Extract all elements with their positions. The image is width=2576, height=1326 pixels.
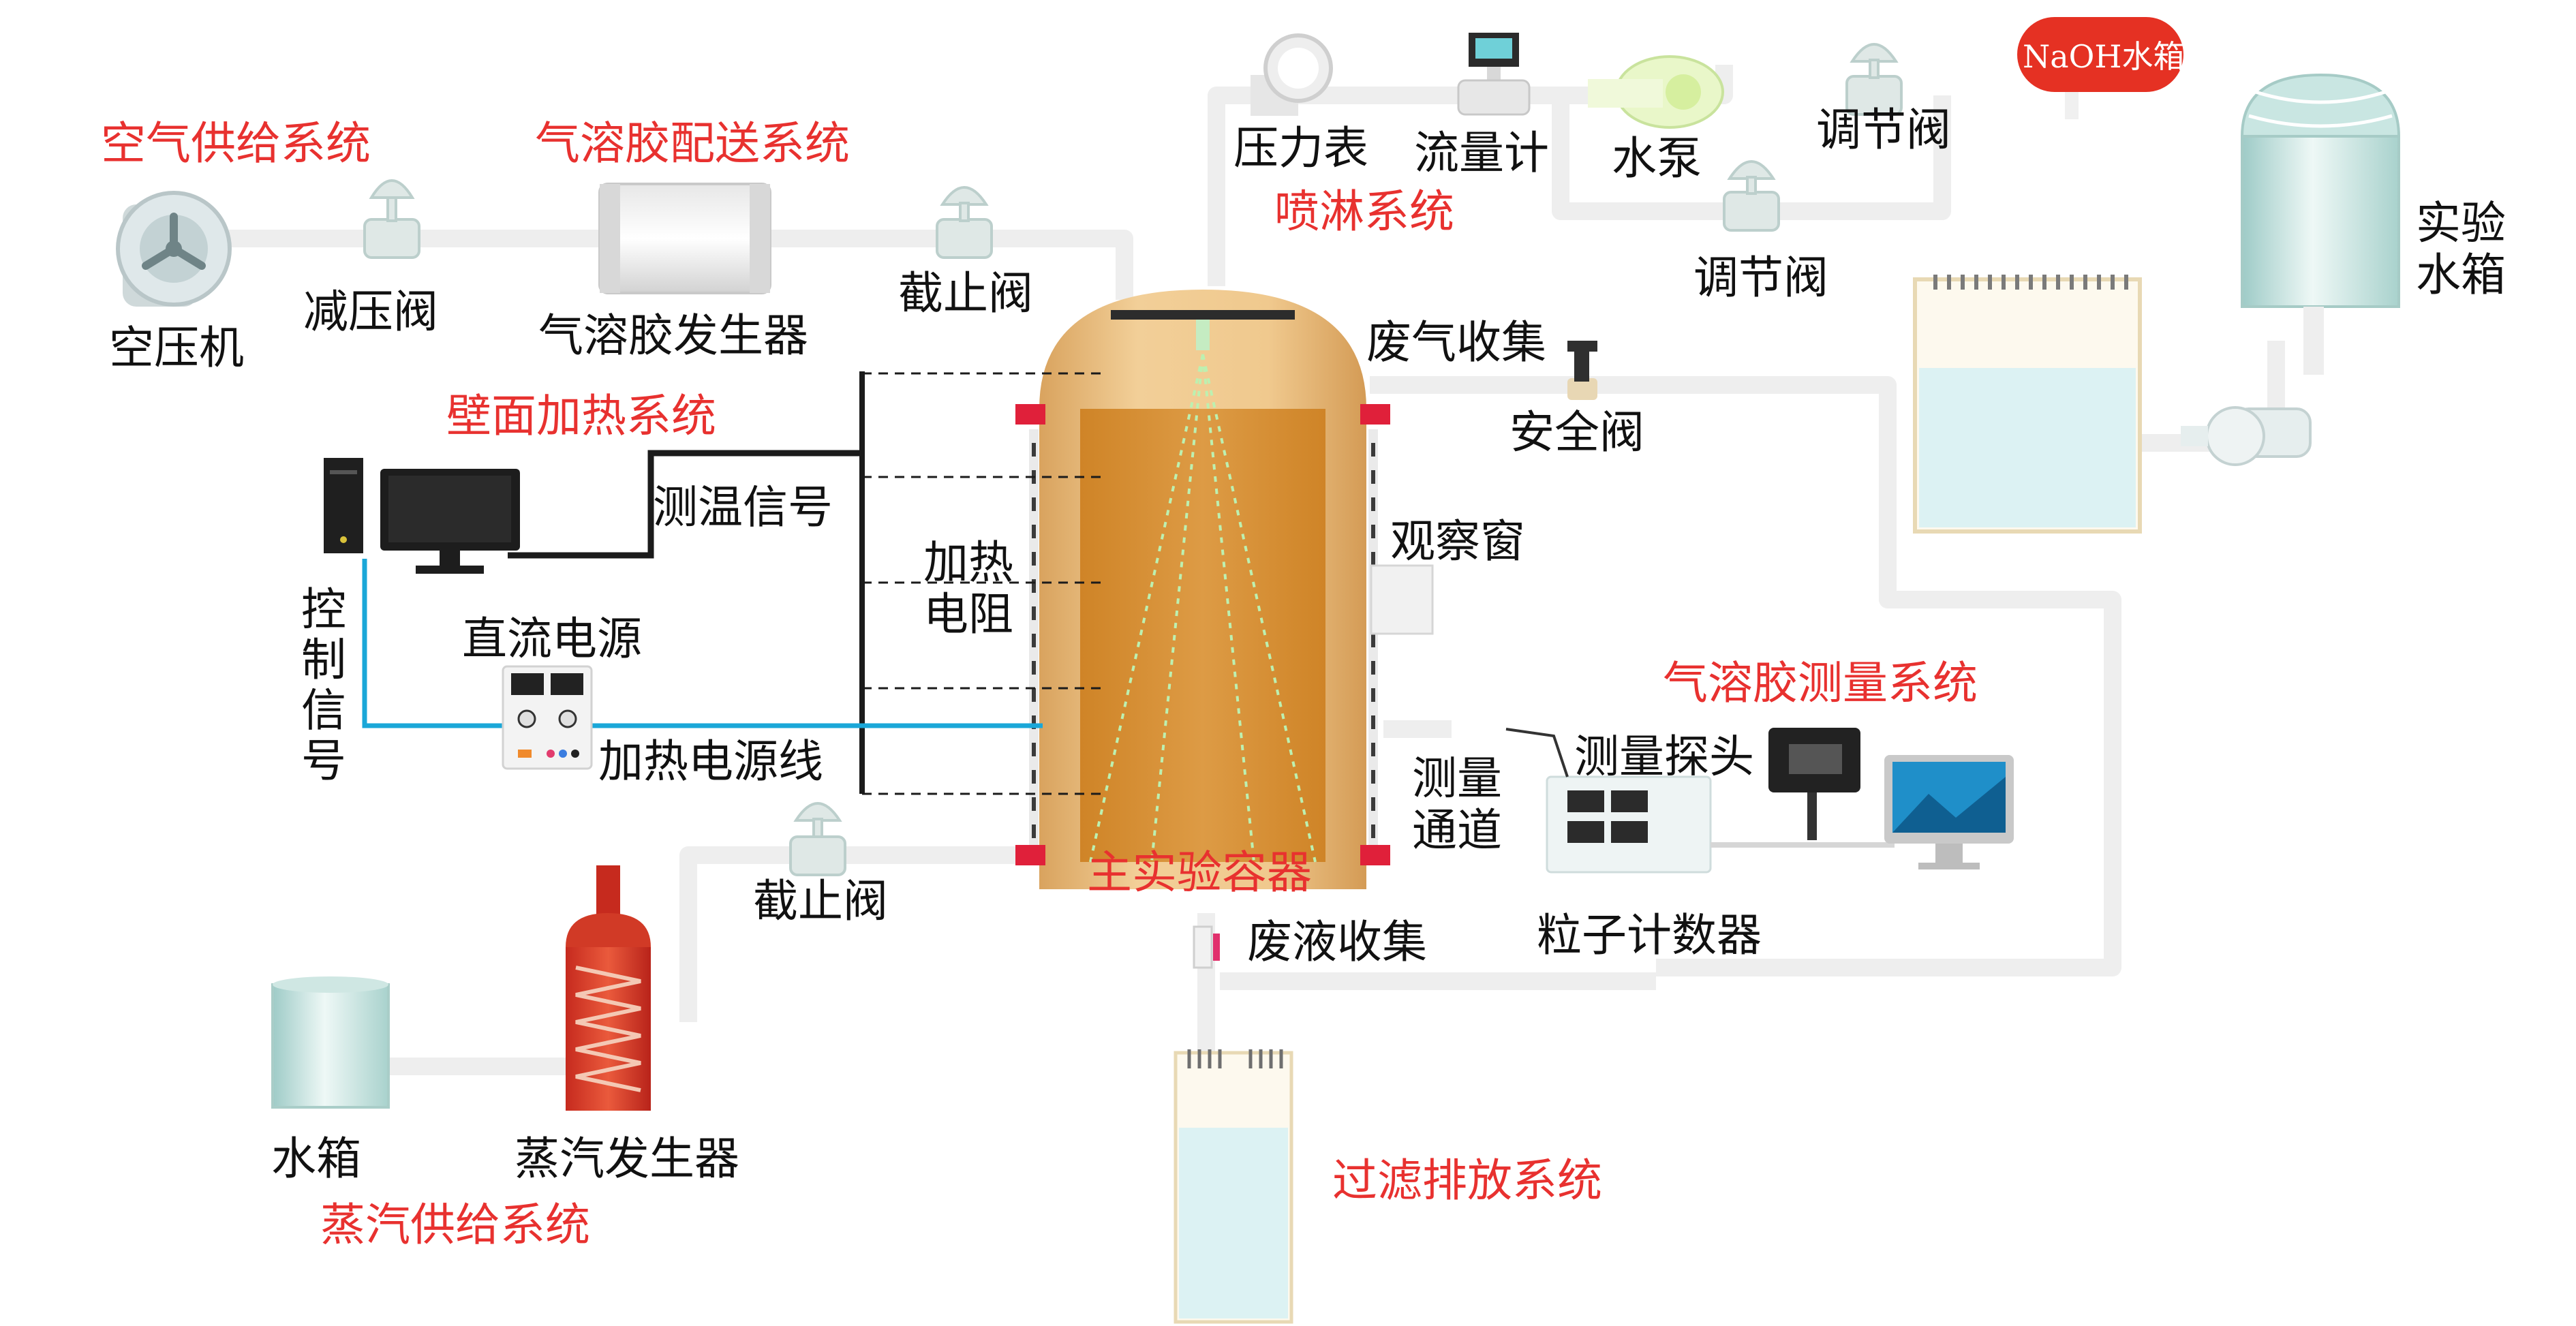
- label-experiment-tank: 实验 水箱: [2416, 197, 2506, 301]
- experiment-tank-icon: [2240, 73, 2401, 375]
- label-heating-resistor: 加热 电阻: [923, 536, 1013, 641]
- label-regulating-valve-top: 调节阀: [1816, 104, 1951, 156]
- label-control-signal: 控制信号: [301, 583, 346, 787]
- pressure-gauge-icon: [1251, 33, 1333, 116]
- label-exhaust-collection: 废气收集: [1366, 316, 1546, 369]
- spray-cone-icon: [1089, 354, 1317, 863]
- stop-valve-bottom-icon: [789, 802, 846, 876]
- regulating-valve-mid-icon: [1723, 160, 1780, 232]
- stop-valve-top-icon: [936, 186, 993, 259]
- label-air-supply-system: 空气供给系统: [101, 117, 371, 170]
- label-heating-power-line: 加热电源线: [598, 735, 823, 788]
- label-flowmeter: 流量计: [1414, 127, 1549, 179]
- pipe-exhaust: [1370, 376, 2121, 976]
- aerosol-generator-icon: [598, 183, 771, 294]
- pipe-spray: [1208, 87, 1951, 286]
- label-measurement-probe: 测量探头: [1574, 730, 1754, 783]
- label-pressure-reducing-valve: 减压阀: [303, 286, 438, 338]
- label-pressure-gauge: 压力表: [1233, 122, 1368, 174]
- label-stop-valve-bottom: 截止阀: [753, 875, 888, 927]
- label-water-pump: 水泵: [1612, 132, 1702, 185]
- tank-grid-icon: [1933, 275, 2128, 290]
- label-spray-system: 喷淋系统: [1274, 185, 1454, 238]
- label-liquid-waste-collection: 废液收集: [1247, 916, 1427, 968]
- spray-water-tank-icon: [1913, 275, 2142, 534]
- water-tank-icon: [271, 976, 390, 1109]
- label-particle-counter: 粒子计数器: [1537, 909, 1762, 961]
- label-dc-power: 直流电源: [462, 613, 642, 665]
- control-computer-icon: [324, 458, 520, 574]
- dc-power-supply-icon: [502, 665, 593, 770]
- regulating-valve-top-icon: [1845, 43, 1903, 116]
- steam-generator-icon: [566, 865, 651, 1111]
- label-steam-generator: 蒸汽发生器: [515, 1132, 739, 1185]
- label-measurement-channel: 测量 通道: [1412, 752, 1502, 857]
- label-air-compressor: 空压机: [109, 322, 244, 374]
- label-observation-window: 观察窗: [1390, 515, 1525, 568]
- label-regulating-valve-mid: 调节阀: [1693, 251, 1828, 304]
- filter-discharge-tank-icon: [1174, 925, 1293, 1324]
- label-steam-supply-system: 蒸汽供给系统: [320, 1199, 590, 1251]
- tank-pump-icon: [2181, 406, 2312, 466]
- water-pump-icon: [1588, 55, 1724, 129]
- particle-counter-icon: [1546, 775, 1712, 874]
- label-water-tank: 水箱: [271, 1132, 361, 1185]
- label-main-vessel: 主实验容器: [1087, 846, 1312, 899]
- probe-wire: [1505, 728, 1569, 777]
- pressure-reducing-valve-icon: [363, 179, 420, 259]
- label-stop-valve-top: 截止阀: [898, 267, 1033, 320]
- measurement-computer-icon: [1884, 755, 2014, 869]
- label-aerosol-delivery-system: 气溶胶配送系统: [535, 117, 850, 170]
- flowmeter-icon: [1457, 33, 1531, 116]
- observation-window-icon: [1370, 564, 1434, 635]
- air-compressor-icon: [116, 191, 232, 307]
- label-safety-valve: 安全阀: [1509, 406, 1644, 459]
- label-aerosol-generator: 气溶胶发生器: [538, 309, 808, 362]
- label-filter-discharge-system: 过滤排放系统: [1332, 1154, 1602, 1207]
- label-temp-signal: 测温信号: [653, 481, 833, 534]
- control-signal-lines: [362, 559, 1043, 728]
- main-vessel-icon: [1015, 290, 1434, 889]
- valve-icons: [363, 43, 1903, 876]
- label-wall-heating-system: 壁面加热系统: [446, 390, 716, 442]
- measurement-display-icon: [1768, 728, 1860, 840]
- label-aerosol-measurement-system: 气溶胶测量系统: [1663, 657, 1978, 709]
- pipe-air-supply: [204, 230, 1133, 300]
- naoh-tank-icon: [2017, 17, 2183, 119]
- pipe-steam-up: [679, 846, 1049, 1022]
- safety-valve-icon: [1567, 341, 1597, 400]
- label-naoh-tank: NaOH水箱: [2023, 38, 2185, 75]
